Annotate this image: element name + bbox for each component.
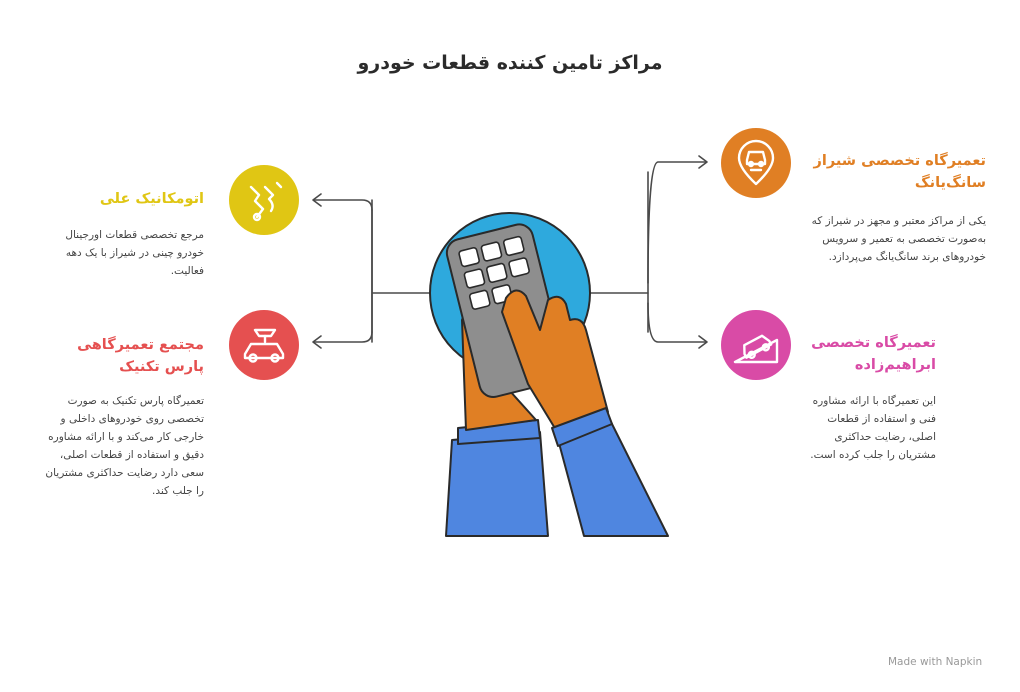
car-ramp-icon: [721, 310, 791, 380]
item-description-ssangyong: یکی از مراکز معتبر و مجهز در شیراز که به…: [811, 215, 986, 263]
car-lift-icon: [229, 310, 299, 380]
car-parts-icon: [229, 165, 299, 235]
item-heading-ebrahimzadeh: تعمیرگاه تخصصی ابراهیم‌زاده: [811, 335, 936, 373]
footer-label: Made with Napkin: [888, 656, 983, 668]
item-heading-ali: اتومکانیک علی: [99, 191, 204, 207]
item-heading-pars-technic: مجتمع تعمیرگاهی پارس تکنیک: [77, 337, 204, 375]
item-description-ali: مرجع تخصصی قطعات اورجینال خودرو چینی در …: [65, 229, 204, 277]
car-service-pin-icon: [721, 128, 791, 198]
item-heading-ssangyong: تعمیرگاه تخصصی شیراز سانگ‌یانگ: [813, 153, 986, 191]
item-description-pars-technic: تعمیرگاه پارس تکنیک به صورت تخصصی روی خو…: [45, 395, 204, 497]
napkin-footer[interactable]: Made with Napkin: [888, 656, 982, 668]
page-title: مراکز تامین کننده قطعات خودرو: [357, 52, 663, 74]
item-description-ebrahimzadeh: این تعمیرگاه با ارائه مشاوره فنی و استفا…: [810, 395, 936, 461]
